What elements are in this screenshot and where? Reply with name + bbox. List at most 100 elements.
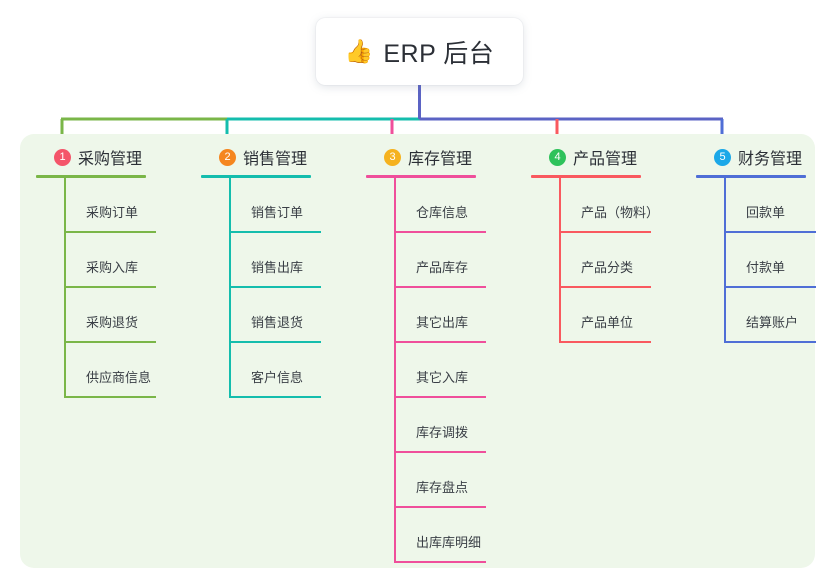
branch-spine-4 [559,178,561,343]
leaf-rule [229,341,321,343]
leaf-rule [559,231,651,233]
branch-items-2: 销售订单销售出库销售退货客户信息 [201,178,321,398]
leaf-rule [394,506,486,508]
branch-rule-4 [531,175,641,178]
leaf-label: 结算账户 [746,315,799,330]
leaf-rule [229,231,321,233]
branch-column-5[interactable]: 5 财务管理回款单付款单结算账户 [696,146,816,343]
branch-items-5: 回款单付款单结算账户 [696,178,816,343]
branch-column-3[interactable]: 3 库存管理仓库信息产品库存其它出库其它入库库存调拨库存盘点出库库明细 [366,146,486,563]
leaf-rule [724,231,816,233]
leaf-node[interactable]: 其它出库 [394,288,486,343]
branch-header-5[interactable]: 5 财务管理 [696,146,806,168]
branch-column-2[interactable]: 2 销售管理销售订单销售出库销售退货客户信息 [201,146,321,398]
leaf-label: 库存盘点 [416,480,469,495]
leaf-label: 其它出库 [416,315,469,330]
leaf-node[interactable]: 产品分类 [559,233,651,288]
leaf-node[interactable]: 结算账户 [724,288,816,343]
branch-badge-4: 4 [549,148,566,166]
branch-title-2: 销售管理 [243,151,308,168]
leaf-label: 回款单 [746,205,786,220]
leaf-rule [394,341,486,343]
leaf-label: 库存调拨 [416,425,469,440]
leaf-node[interactable]: 销售订单 [229,178,321,233]
leaf-node[interactable]: 其它入库 [394,343,486,398]
branch-title-4: 产品管理 [573,151,638,168]
branch-header-2[interactable]: 2 销售管理 [201,146,311,168]
branch-items-4: 产品（物料） 产品分类产品单位 [531,178,659,343]
leaf-rule [64,231,156,233]
leaf-node[interactable]: 销售退货 [229,288,321,343]
leaf-rule [559,286,651,288]
leaf-label: 销售出库 [251,260,304,275]
leaf-label: 供应商信息 [86,370,152,385]
leaf-rule [229,396,321,398]
leaf-label: 销售退货 [251,315,304,330]
leaf-label: 产品单位 [581,315,634,330]
leaf-label: 付款单 [746,260,786,275]
branch-header-1[interactable]: 1 采购管理 [36,146,146,168]
branch-items-3: 仓库信息产品库存其它出库其它入库库存调拨库存盘点出库库明细 [366,178,486,563]
leaf-label: 产品库存 [416,260,469,275]
leaf-rule [229,286,321,288]
branch-spine-5 [724,178,726,343]
diagram-panel [20,134,815,568]
leaf-rule [64,286,156,288]
leaf-label: 采购入库 [86,260,139,275]
branch-header-3[interactable]: 3 库存管理 [366,146,476,168]
branch-rule-3 [366,175,476,178]
leaf-label: 客户信息 [251,370,304,385]
branch-badge-1: 1 [54,148,71,166]
branch-title-3: 库存管理 [408,151,473,168]
branch-badge-2: 2 [219,148,236,166]
leaf-node[interactable]: 库存盘点 [394,453,486,508]
leaf-node[interactable]: 产品单位 [559,288,651,343]
leaf-rule [724,341,816,343]
leaf-node[interactable]: 出库库明细 [394,508,486,563]
leaf-rule [724,286,816,288]
leaf-node[interactable]: 客户信息 [229,343,321,398]
leaf-node[interactable]: 回款单 [724,178,816,233]
leaf-rule [394,286,486,288]
leaf-node[interactable]: 仓库信息 [394,178,486,233]
leaf-node[interactable]: 付款单 [724,233,816,288]
branch-spine-3 [394,178,396,563]
leaf-rule [559,341,651,343]
leaf-node[interactable]: 采购入库 [64,233,156,288]
branch-items-1: 采购订单采购入库采购退货供应商信息 [36,178,156,398]
root-node-title: ERP 后台 [383,39,495,68]
branch-badge-5: 5 [714,148,731,166]
leaf-rule [394,396,486,398]
branch-title-1: 采购管理 [78,151,143,168]
leaf-label: 其它入库 [416,370,469,385]
leaf-node[interactable]: 产品（物料） [559,178,659,233]
leaf-node[interactable]: 库存调拨 [394,398,486,453]
leaf-label: 采购订单 [86,205,139,220]
branch-column-4[interactable]: 4 产品管理产品（物料） 产品分类产品单位 [531,146,659,343]
leaf-node[interactable]: 产品库存 [394,233,486,288]
leaf-rule [394,561,486,563]
leaf-label: 销售订单 [251,205,304,220]
branch-column-1[interactable]: 1 采购管理采购订单采购入库采购退货供应商信息 [36,146,156,398]
leaf-label: 出库库明细 [416,535,482,550]
branch-spine-1 [64,178,66,398]
leaf-label: 产品分类 [581,260,634,275]
branch-header-4[interactable]: 4 产品管理 [531,146,641,168]
leaf-node[interactable]: 采购退货 [64,288,156,343]
branch-rule-2 [201,175,311,178]
leaf-node[interactable]: 采购订单 [64,178,156,233]
branch-rule-5 [696,175,806,178]
leaf-label: 产品（物料） [581,205,660,220]
leaf-label: 仓库信息 [416,205,469,220]
leaf-rule [394,231,486,233]
branch-spine-2 [229,178,231,398]
branch-badge-3: 3 [384,148,401,166]
branch-title-5: 财务管理 [738,151,803,168]
leaf-rule [64,341,156,343]
root-node[interactable]: 👍 ERP 后台 [316,18,523,85]
branch-rule-1 [36,175,146,178]
thumbs-up-icon: 👍 [344,38,374,64]
leaf-node[interactable]: 供应商信息 [64,343,156,398]
leaf-node[interactable]: 销售出库 [229,233,321,288]
